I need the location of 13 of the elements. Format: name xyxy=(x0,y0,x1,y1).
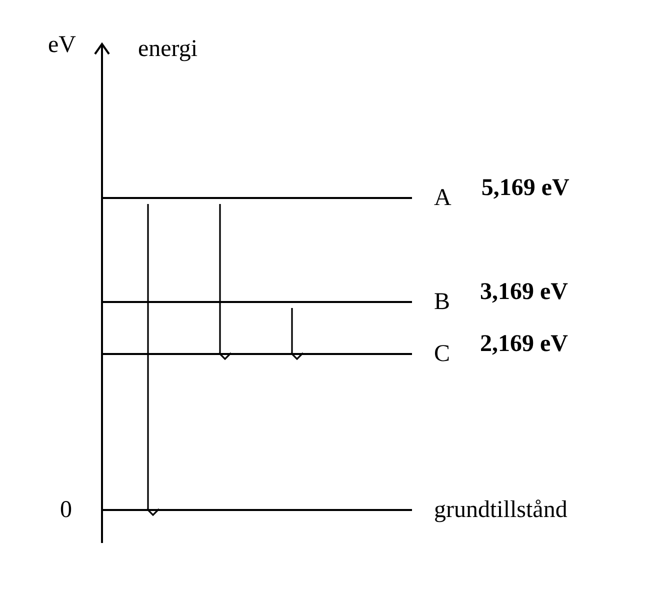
transition-arrow xyxy=(290,308,304,360)
energy-value: 3,169 eV xyxy=(480,278,568,306)
level-label: grundtillstånd xyxy=(434,496,568,524)
energy-value: 2,169 eV xyxy=(480,330,568,358)
level-label: A xyxy=(434,184,452,212)
level-label: C xyxy=(434,340,450,368)
energy-value: 5,169 eV xyxy=(481,174,570,202)
axis-unit: eV xyxy=(48,32,76,59)
transition-arrow xyxy=(146,204,160,516)
transition-arrow xyxy=(218,204,232,360)
axis-value: 0 xyxy=(60,496,73,524)
level-label: B xyxy=(434,288,450,316)
axis-title: energi xyxy=(138,36,198,63)
